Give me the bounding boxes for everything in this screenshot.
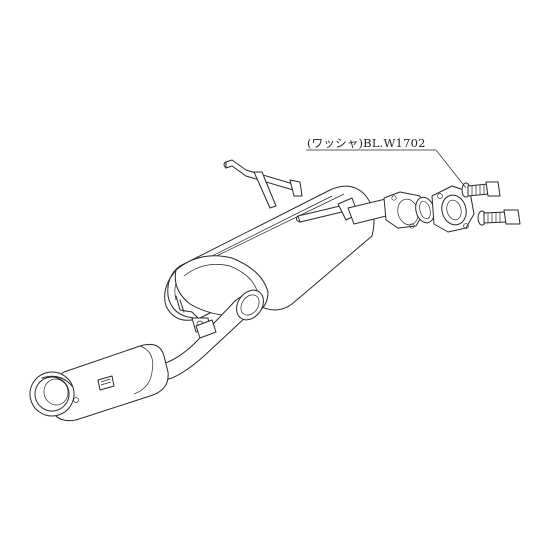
tail-tip [29,371,79,417]
gasket-ring [415,196,435,224]
callout-leader [306,149,467,189]
outlet-pipe [145,289,264,385]
washer-part-label: (ワッシャ)BL.W1702 [307,136,426,150]
tail-silencer [48,343,169,422]
bolt-upper [461,181,501,198]
pipe-clamp [195,319,217,339]
upper-hanger-rod [223,159,303,209]
companion-flange [431,185,475,233]
bolt-lower [477,209,521,226]
